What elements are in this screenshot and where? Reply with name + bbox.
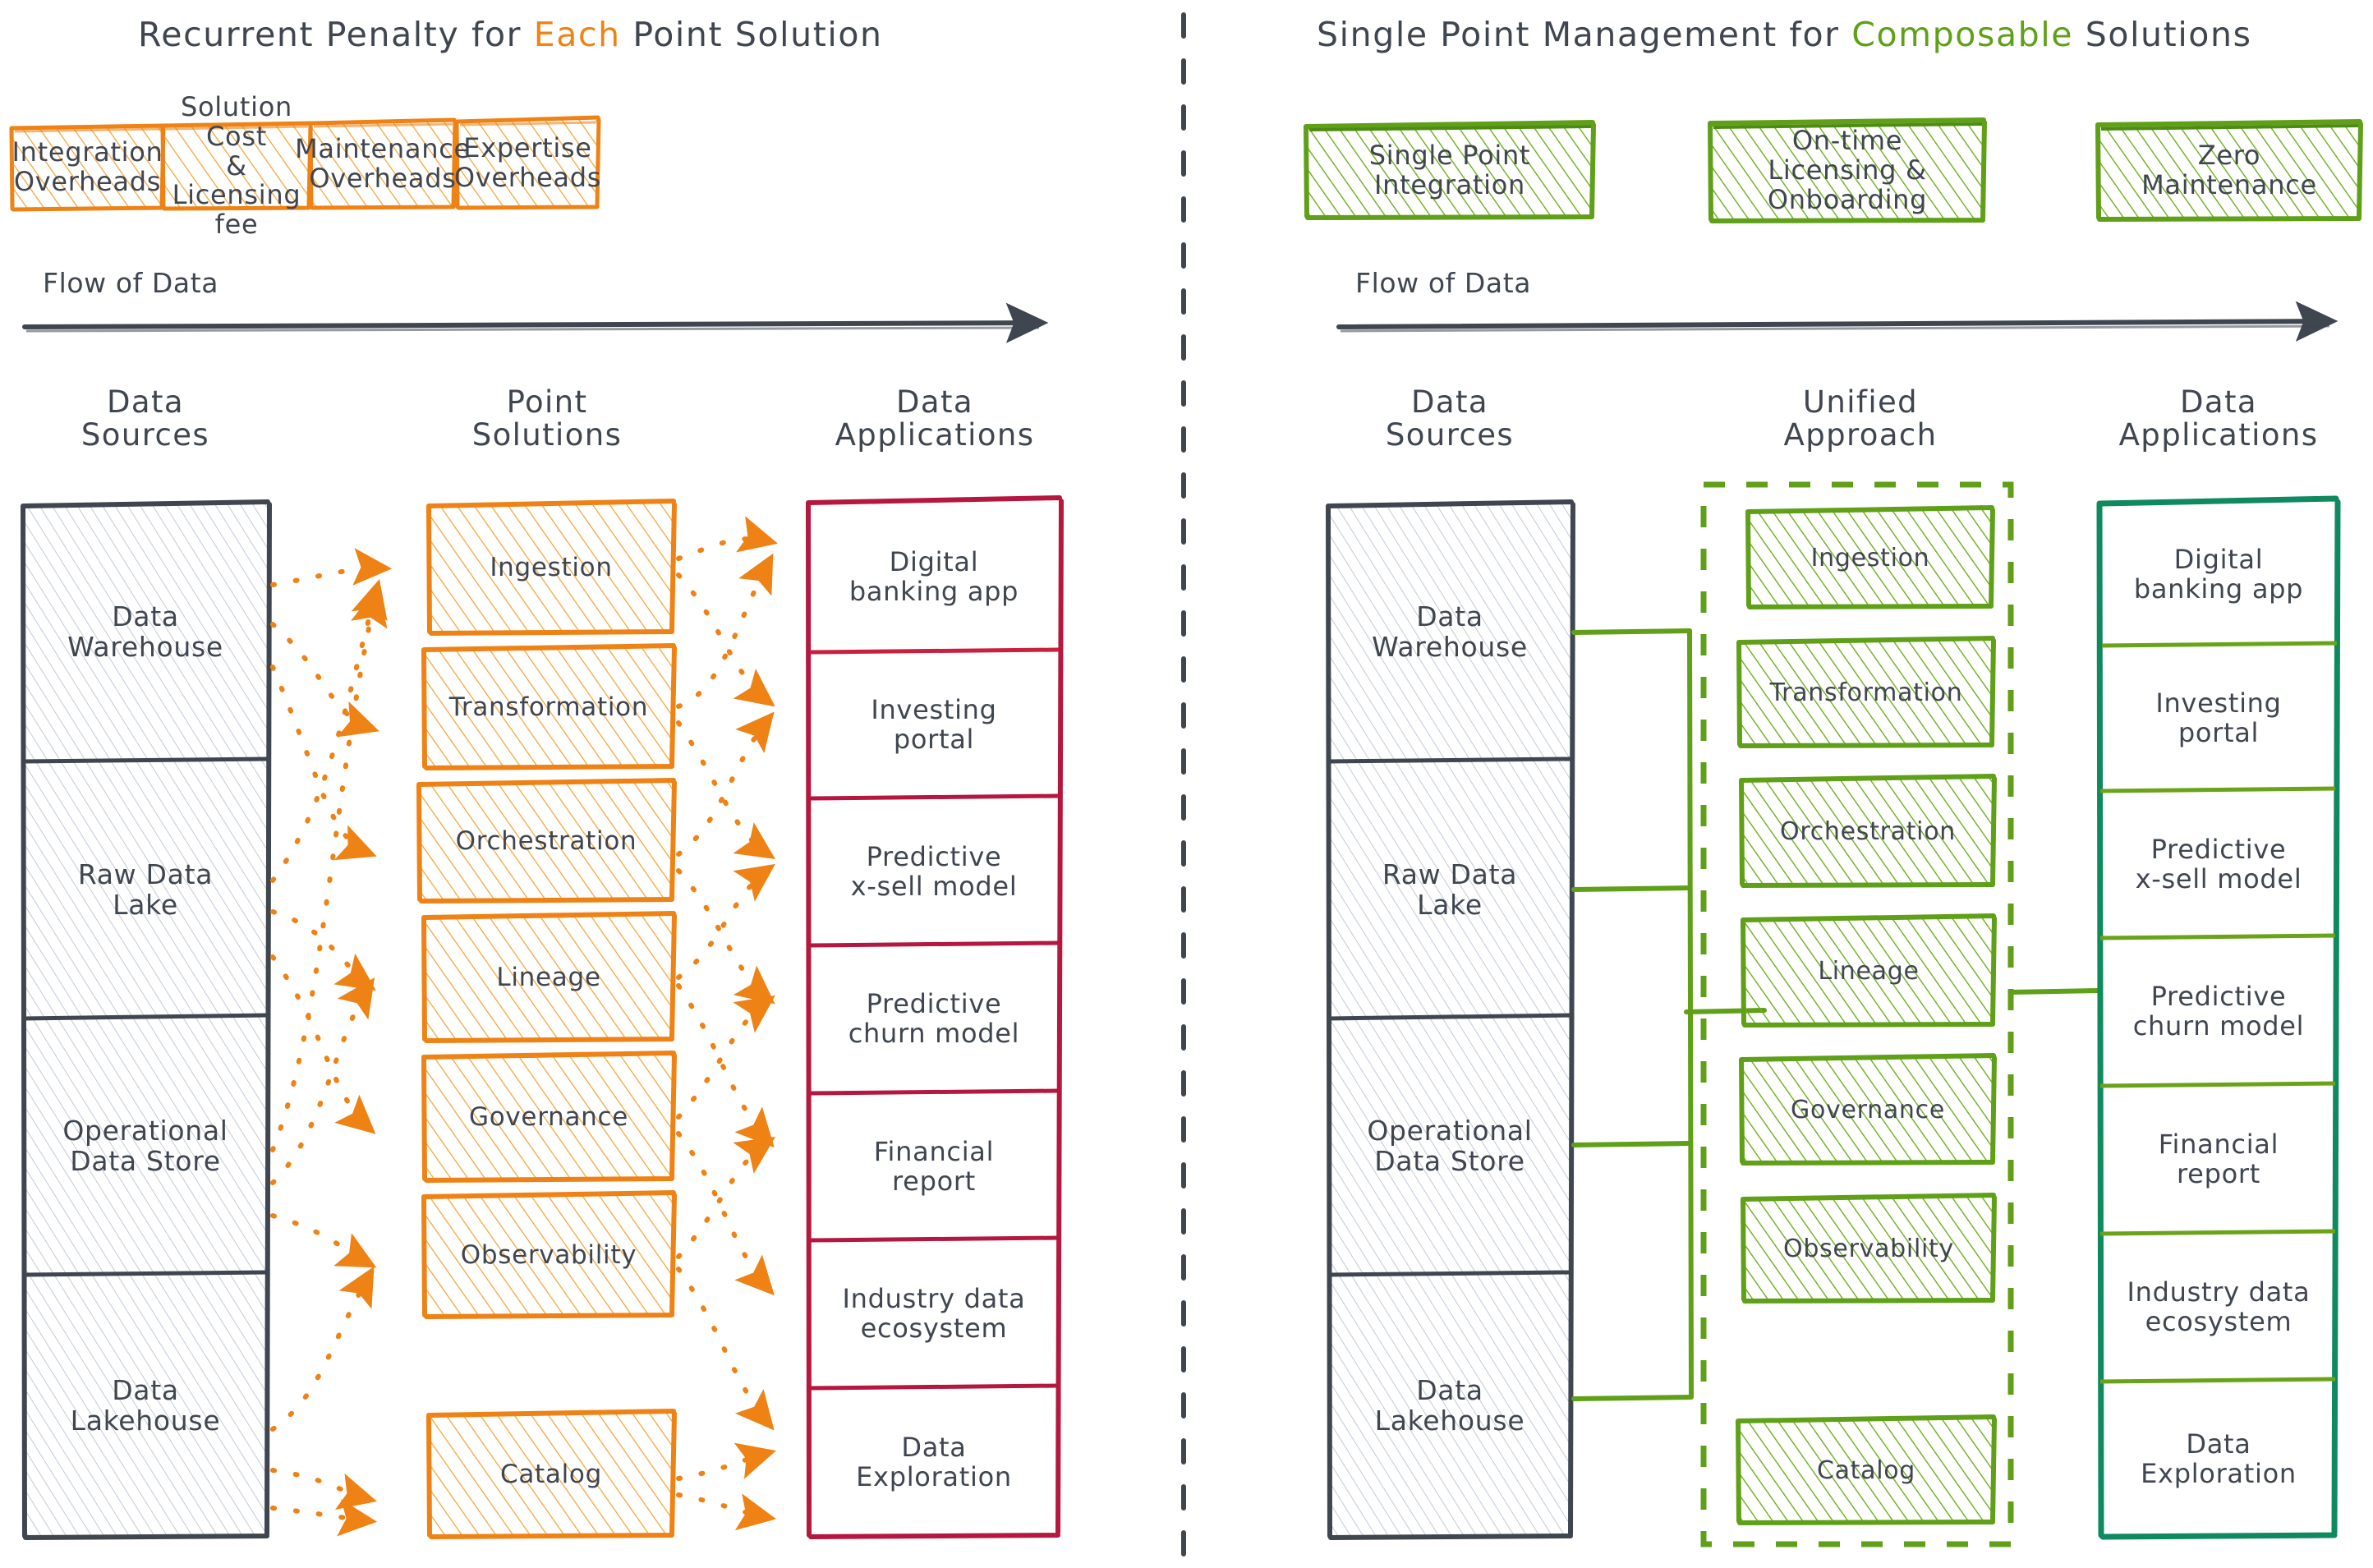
left-point-solutions-boxes — [416, 499, 677, 1539]
left-panel-title: Recurrent Penalty for Each Point Solutio… — [138, 15, 883, 54]
left-data-sources-box — [21, 499, 272, 1540]
right-flow-of-data-label: Flow of Data — [1355, 267, 1532, 299]
title-part-0: Recurrent Penalty for — [138, 15, 534, 54]
left-flow-of-data-label: Flow of Data — [43, 267, 219, 299]
unified-to-apps-connector — [2008, 988, 2102, 995]
title-highlight-each: Each — [533, 15, 621, 54]
right-unified-boxes — [1736, 505, 1997, 1525]
title-part-0: Single Point Management for — [1317, 15, 1852, 54]
left-data-applications-box — [806, 495, 1064, 1539]
right-data-applications-box — [2096, 495, 2341, 1540]
title-highlight-composable: Composable — [1851, 15, 2074, 54]
title-part-2: Point Solution — [620, 15, 883, 54]
right-data-sources-box — [1326, 499, 1575, 1540]
title-part-2: Solutions — [2073, 15, 2252, 54]
right-panel-title: Single Point Management for Composable S… — [1317, 15, 2252, 54]
green-manifold-connector — [1571, 628, 1767, 1401]
